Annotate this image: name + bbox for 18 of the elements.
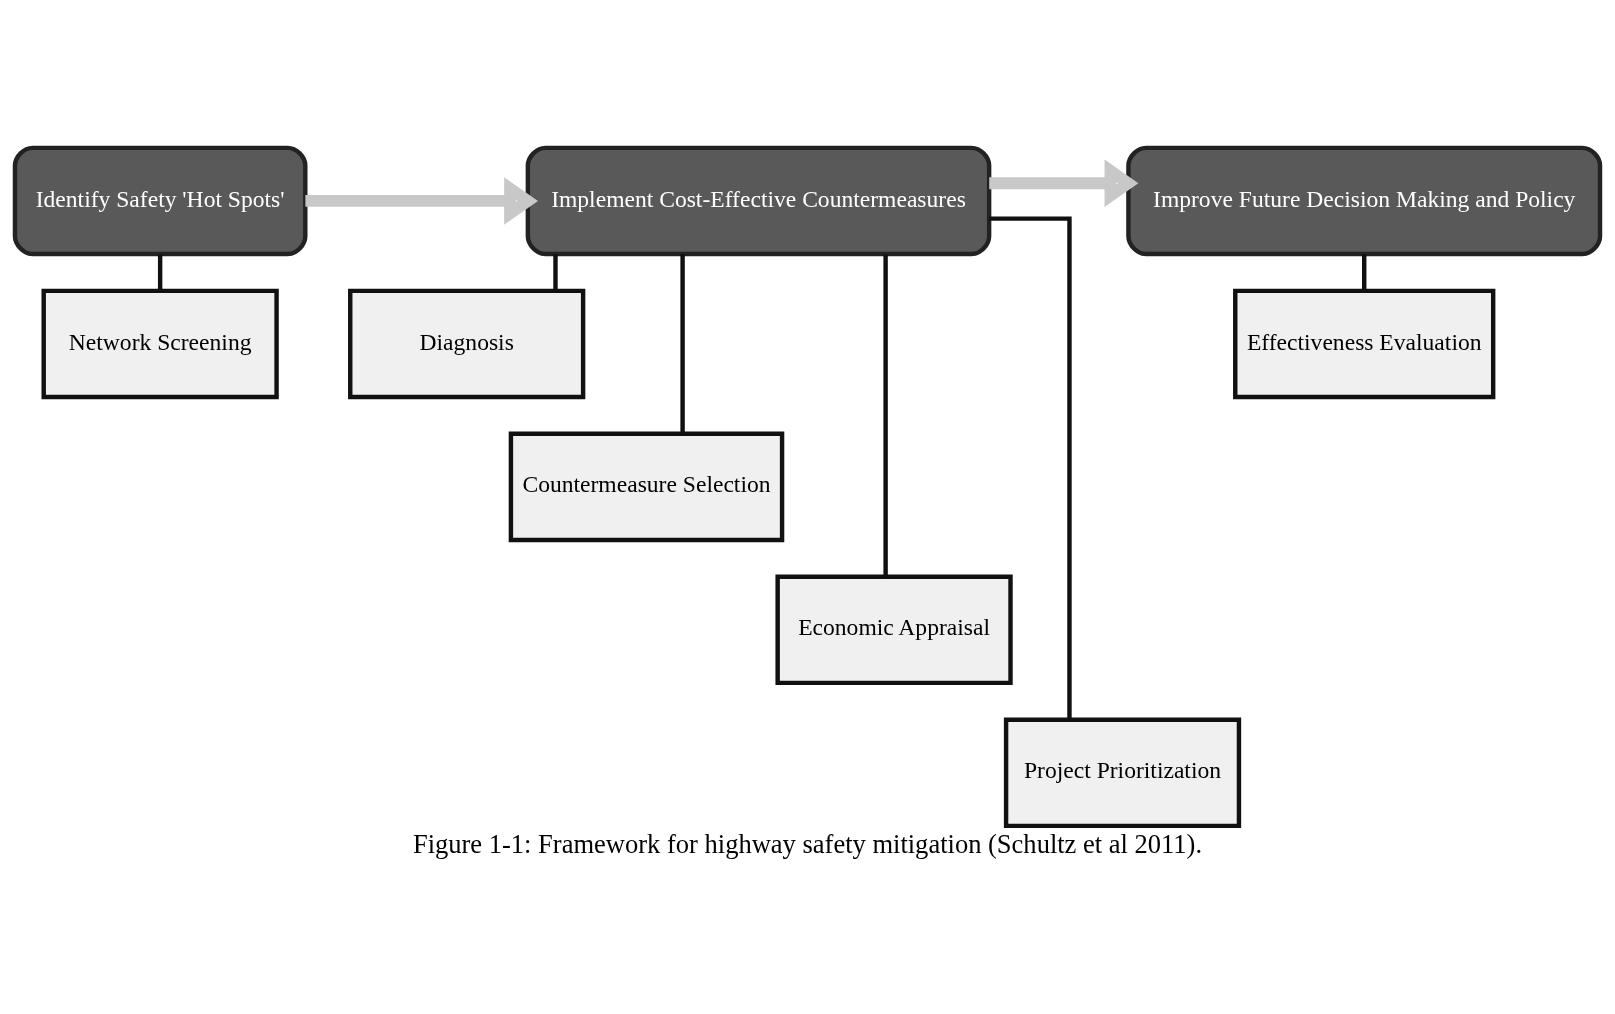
node-box: Economic Appraisal (775, 574, 1013, 685)
node-box: Implement Cost-Effective Countermeasures (525, 145, 992, 256)
node-box: Improve Future Decision Making and Policy (1126, 145, 1603, 256)
connector (157, 253, 163, 291)
node-box: Identify Safety 'Hot Spots' (12, 145, 308, 256)
node-box: Project Prioritization (1003, 717, 1242, 828)
caption: Figure 1-1: Framework for highway safety mitigation (Schultz et al 2011). (412, 828, 1203, 859)
connector (1362, 253, 1367, 291)
connector (680, 253, 685, 434)
node-box: Network Screening (41, 288, 279, 399)
node-box: Countermeasure Selection (508, 431, 785, 542)
connector (883, 253, 888, 576)
arrow (305, 176, 538, 225)
arrow (989, 159, 1139, 207)
node-box: Effectiveness Evaluation (1233, 288, 1496, 399)
connector (989, 215, 1072, 720)
node-box: Diagnosis (348, 288, 586, 399)
connector (553, 253, 558, 291)
